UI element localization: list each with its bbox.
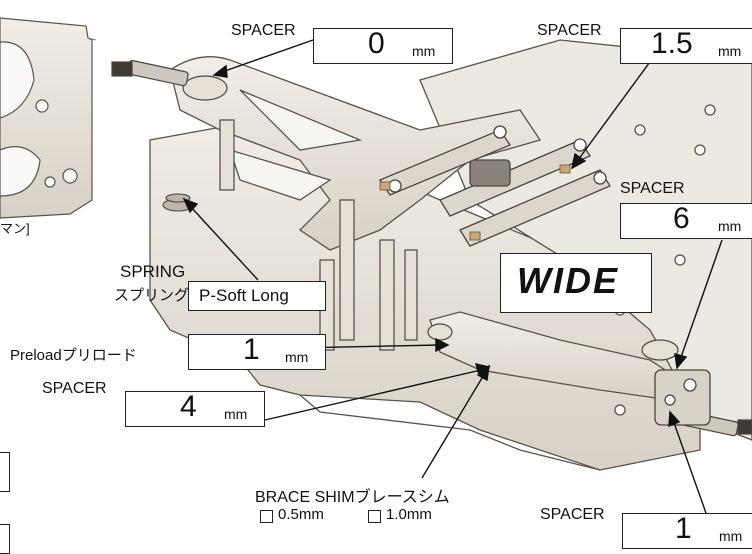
cropped-box-1	[0, 452, 10, 492]
spring-box[interactable]: P-Soft Long	[188, 281, 326, 311]
spacer-left-unit: mm	[224, 406, 248, 422]
inset-chassis-part	[0, 17, 93, 219]
spacer-top-right-label: SPACER	[537, 22, 602, 39]
spacer-left-box[interactable]: 4 mm	[125, 390, 265, 427]
spacer-right-box[interactable]: 6 mm	[620, 202, 752, 239]
spacer-top-unit: mm	[412, 43, 436, 59]
brace-shim-checkbox-1-0[interactable]	[368, 510, 381, 523]
brace-shim-checkbox-0-5[interactable]	[260, 510, 273, 523]
brace-shim-option-1-0: 1.0mm	[386, 506, 432, 523]
wide-text: WIDE	[517, 260, 619, 301]
steering-linkage	[379, 125, 611, 247]
spacer-top-right-value: 1.5	[651, 27, 693, 60]
tan-spacers	[379, 164, 571, 241]
spacer-left-label: SPACER	[42, 380, 107, 397]
leader-lines	[182, 39, 723, 531]
preload-label: Preloadプリロード	[10, 347, 137, 364]
spacer-bottom-right-value: 1	[675, 512, 692, 545]
spacer-bottom-right-label: SPACER	[540, 506, 605, 523]
spacer-top-box[interactable]: 0 mm	[313, 27, 453, 64]
spring-value: P-Soft Long	[199, 286, 289, 305]
preload-value: 1	[243, 333, 260, 366]
spacer-top-label: SPACER	[231, 22, 296, 39]
spring-label-jp: スプリング	[114, 287, 190, 304]
spacer-top-right-box[interactable]: 1.5 mm	[620, 27, 752, 64]
hub-carrier	[654, 369, 711, 426]
upper-arm	[169, 56, 542, 251]
wide-badge: WIDE	[500, 253, 652, 313]
spring-label: SPRING	[120, 262, 186, 281]
inset-label: マン]	[0, 221, 30, 236]
spacer-bottom-right-box[interactable]: 1 mm	[622, 512, 752, 549]
brace-shim-option-0-5: 0.5mm	[278, 506, 324, 523]
spacer-top-right-unit: mm	[718, 43, 742, 59]
brace-shim-label: BRACE SHIMブレースシム	[255, 489, 450, 506]
preload-box[interactable]: 1 mm	[188, 333, 326, 370]
spacer-top-value: 0	[368, 27, 385, 60]
cropped-box-2	[0, 524, 10, 554]
preload-unit: mm	[285, 349, 309, 365]
spacer-right-unit: mm	[718, 218, 742, 234]
spacer-right-value: 6	[673, 202, 690, 235]
spacer-bottom-right-unit: mm	[719, 528, 743, 544]
spacer-right-label: SPACER	[620, 180, 685, 197]
spacer-left-value: 4	[180, 390, 197, 423]
